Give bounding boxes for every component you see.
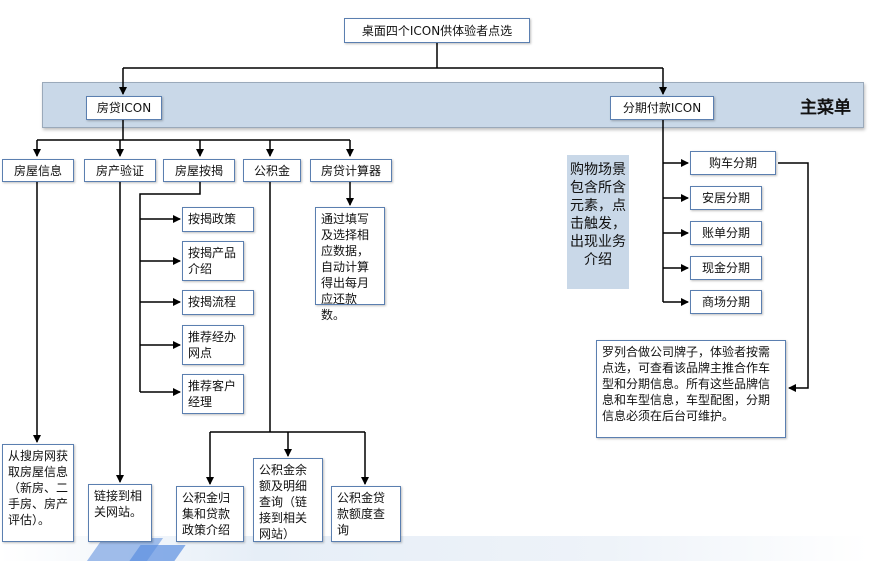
cash-installment-node[interactable]: 现金分期	[690, 256, 762, 280]
fund-balance-node[interactable]: 公积金余额及明细查询（链接到相关网站）	[253, 458, 323, 542]
main-menu-title: 主菜单	[800, 98, 851, 118]
fund-loan-quota-node[interactable]: 公积金贷款额度查询	[331, 486, 401, 542]
house-mortgage-node[interactable]: 房屋按揭	[163, 159, 235, 182]
verify-link-description: 链接到相关网站。	[88, 484, 152, 542]
mortgage-process-node[interactable]: 按揭流程	[182, 290, 254, 315]
root-node: 桌面四个ICON供体验者点选	[344, 18, 530, 43]
bill-installment-node[interactable]: 账单分期	[690, 221, 762, 245]
mortgage-calculator-node[interactable]: 房贷计算器	[310, 159, 392, 182]
mortgage-icon-node[interactable]: 房贷ICON	[86, 96, 162, 120]
scenario-note: 购物场景包含所含元素，点击触发，出现业务介绍	[567, 155, 629, 289]
recommended-manager-node[interactable]: 推荐客户经理	[182, 374, 244, 414]
brand-description: 罗列合做公司牌子，体验者按需点选，可查看该品牌主推合作车型和分期信息。所有这些品…	[596, 340, 786, 438]
mall-installment-node[interactable]: 商场分期	[690, 290, 762, 314]
recommended-branch-node[interactable]: 推荐经办网点	[182, 325, 244, 365]
house-info-node[interactable]: 房屋信息	[2, 159, 74, 182]
mortgage-product-node[interactable]: 按揭产品介绍	[182, 241, 244, 281]
main-menu-band: 主菜单	[42, 82, 864, 128]
fund-policy-node[interactable]: 公积金归集和贷款政策介绍	[176, 486, 244, 542]
car-installment-node[interactable]: 购车分期	[690, 151, 776, 175]
house-info-description: 从搜房网获取房屋信息（新房、二手房、房产评估）。	[2, 444, 74, 542]
mortgage-policy-node[interactable]: 按揭政策	[182, 207, 254, 232]
housing-fund-node[interactable]: 公积金	[243, 159, 301, 182]
installment-icon-node[interactable]: 分期付款ICON	[610, 96, 714, 120]
property-verify-node[interactable]: 房产验证	[84, 159, 156, 182]
calculator-description: 通过填写及选择相应数据，自动计算得出每月应还款数。	[315, 207, 385, 322]
home-installment-node[interactable]: 安居分期	[690, 186, 762, 210]
